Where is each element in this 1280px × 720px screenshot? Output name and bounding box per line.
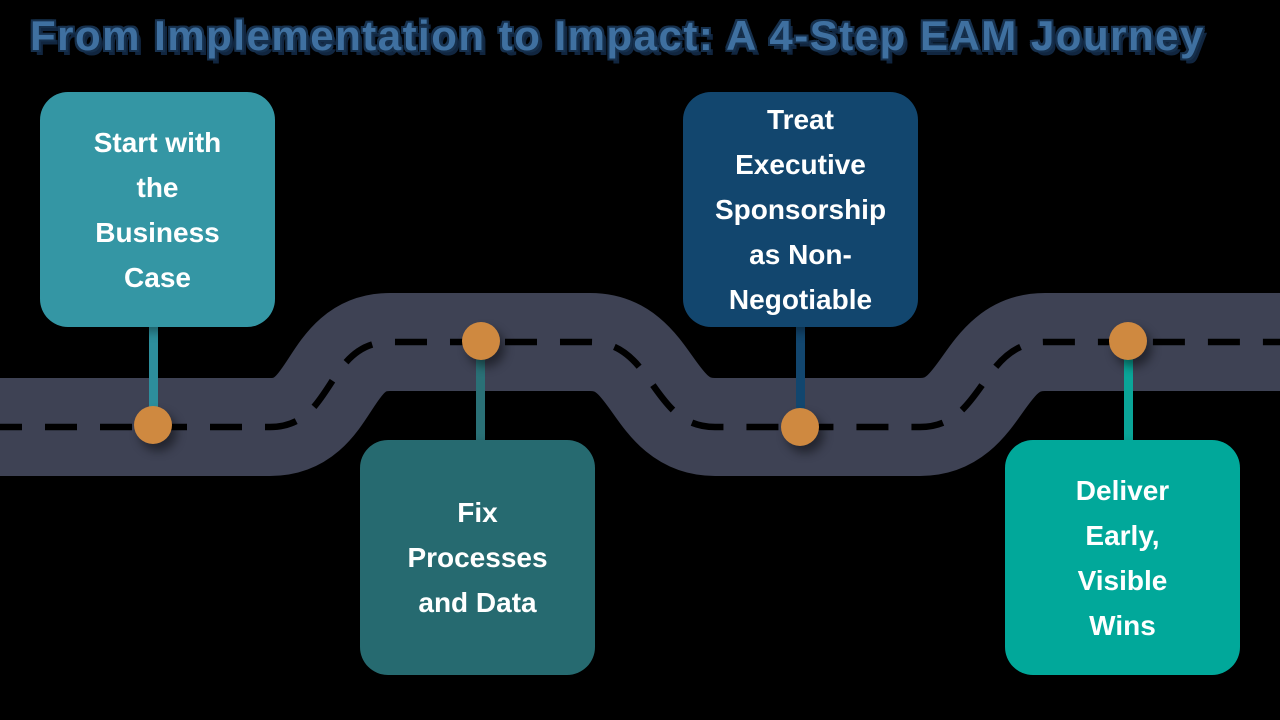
connector-step-1 [149, 320, 158, 427]
road [0, 293, 1280, 476]
page-title: From Implementation to Impact: A 4-Step … [30, 12, 1205, 59]
milestone-marker-1 [134, 406, 172, 444]
milestone-marker-2 [462, 322, 500, 360]
milestone-marker-4 [1109, 322, 1147, 360]
milestone-marker-3 [781, 408, 819, 446]
connector-step-2 [476, 341, 485, 445]
connector-step-4 [1124, 341, 1133, 445]
connector-step-3 [796, 320, 805, 429]
road-center-dashes [0, 338, 1280, 431]
